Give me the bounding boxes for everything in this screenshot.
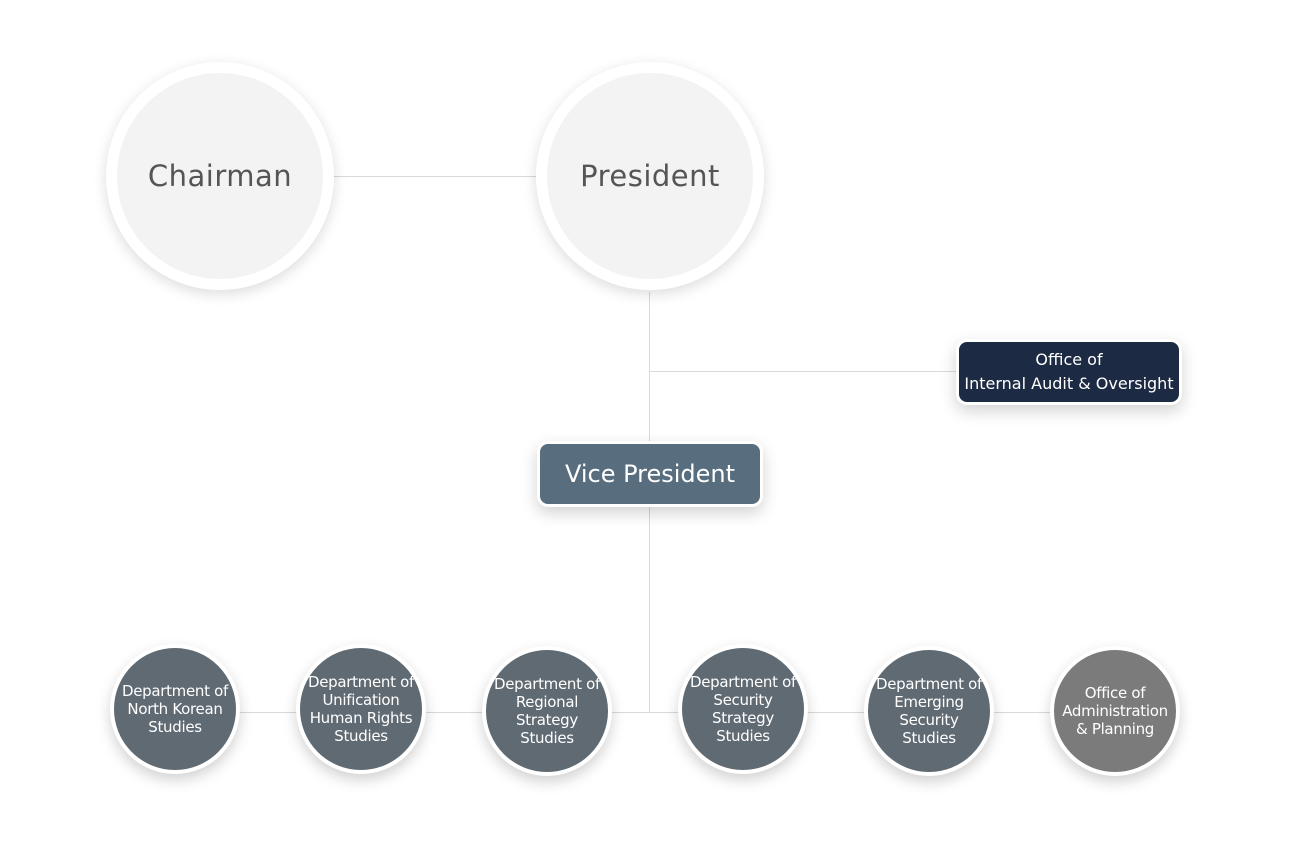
connector-chairman-president — [330, 176, 540, 177]
audit-office-line1: Office of — [1035, 350, 1103, 369]
department-unification-human-rights: Department of Unification Human Rights S… — [296, 644, 426, 774]
audit-office-node: Office of Internal Audit & Oversight — [956, 339, 1182, 405]
department-emerging-security: Department of Emerging Security Studies — [864, 646, 994, 776]
department-label: Department of Security Strategy Studies — [689, 673, 797, 745]
department-label: Department of Regional Strategy Studies — [493, 675, 601, 747]
department-label: Department of North Korean Studies — [121, 682, 229, 736]
department-security-strategy: Department of Security Strategy Studies — [678, 644, 808, 774]
president-label: President — [580, 159, 720, 193]
office-administration-planning: Office of Administration & Planning — [1050, 646, 1180, 776]
department-label: Department of Emerging Security Studies — [875, 675, 983, 747]
chairman-node: Chairman — [106, 62, 334, 290]
department-label: Department of Unification Human Rights S… — [307, 673, 415, 745]
connector-audit — [649, 371, 959, 372]
connector-departments-horizontal — [176, 712, 1117, 713]
vice-president-label: Vice President — [564, 460, 736, 488]
audit-office-line2: Internal Audit & Oversight — [964, 374, 1174, 393]
president-node: President — [536, 62, 764, 290]
department-label: Office of Administration & Planning — [1062, 684, 1168, 738]
department-north-korean-studies: Department of North Korean Studies — [110, 644, 240, 774]
connector-vp-departments — [649, 502, 650, 712]
department-regional-strategy: Department of Regional Strategy Studies — [482, 646, 612, 776]
vice-president-node: Vice President — [537, 441, 763, 507]
chairman-label: Chairman — [147, 159, 293, 193]
connector-president-vp — [649, 292, 650, 442]
